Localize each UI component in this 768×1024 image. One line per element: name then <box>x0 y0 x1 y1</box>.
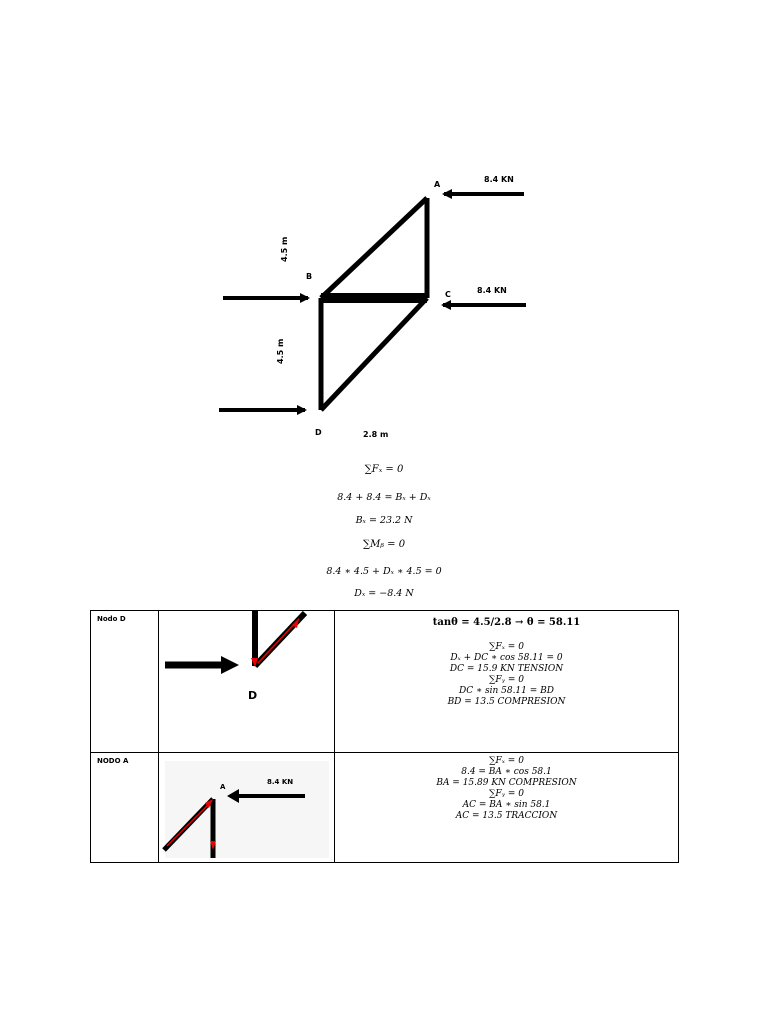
truss-diagram: A B C D 8.4 KN 8.4 KN 4.5 m 4.5 m 2.8 m <box>219 175 526 439</box>
node-label-a: A <box>434 180 441 189</box>
calc-line: DC = 15.9 KN TENSION <box>449 664 564 674</box>
calc-line: 8.4 = BA ∗ cos 58.1 <box>461 767 552 777</box>
node-a-sketch: A 8.4 KN <box>158 752 335 863</box>
node-a-load: 8.4 KN <box>267 778 293 786</box>
calc-line: ∑Fₓ = 0 <box>489 642 524 652</box>
node-a-calculations: ∑Fₓ = 0 8.4 = BA ∗ cos 58.1 BA = 15.89 K… <box>334 752 679 863</box>
node-label-c: C <box>445 290 451 299</box>
table-row: Nodo D D tanθ = 4.5/2.8 → θ = 58.11 ∑Fₓ … <box>90 610 679 753</box>
member-ab <box>319 196 429 300</box>
equation-forces: 8.4 + 8.4 = Bₓ + Dₓ <box>337 492 431 503</box>
equation-dx: Dₓ = −8.4 N <box>354 588 414 599</box>
node-a-label: A <box>220 783 226 791</box>
node-d-sketch: D <box>158 610 335 753</box>
table-row: NODO A A 8.4 KN ∑Fₓ = 0 8.4 = BA ∗ cos 5… <box>90 752 679 863</box>
calc-line: BA = 15.89 KN COMPRESION <box>436 778 577 788</box>
load-label-c: 8.4 KN <box>477 286 507 295</box>
load-label-a: 8.4 KN <box>484 175 514 184</box>
calc-line: Dₓ + DC ∗ cos 58.11 = 0 <box>450 653 563 663</box>
member-dc <box>319 296 429 412</box>
node-table: Nodo D D tanθ = 4.5/2.8 → θ = 58.11 ∑Fₓ … <box>90 610 679 863</box>
dimension-width: 2.8 m <box>363 430 388 439</box>
dimension-top: 4.5 m <box>280 237 289 262</box>
node-label-d: D <box>315 428 322 437</box>
node-d-calculations: tanθ = 4.5/2.8 → θ = 58.11 ∑Fₓ = 0 Dₓ + … <box>334 610 679 753</box>
calc-line: ∑Fᵧ = 0 <box>488 675 525 685</box>
calc-line: tanθ = 4.5/2.8 → θ = 58.11 <box>432 617 581 628</box>
dimension-bottom: 4.5 m <box>276 339 285 364</box>
node-d-diagram: D <box>165 610 308 702</box>
equation-bx: Bₓ = 23.2 N <box>355 515 413 526</box>
node-d-label: D <box>248 689 257 702</box>
equation-sum-fx: ∑Fₓ = 0 <box>364 464 404 475</box>
calc-line: BD = 13.5 COMPRESION <box>447 697 566 707</box>
calc-line: AC = BA ∗ sin 58.1 <box>462 800 551 810</box>
calc-line: ∑Fₓ = 0 <box>489 756 524 766</box>
calc-line: ∑Fᵧ = 0 <box>488 789 525 799</box>
calc-line: AC = 13.5 TRACCION <box>455 811 558 821</box>
node-a-title: NODO A <box>90 752 159 863</box>
equation-sum-mb: ∑Mᵦ = 0 <box>362 539 406 550</box>
node-d-title: Nodo D <box>90 610 159 753</box>
equation-moments: 8.4 ∗ 4.5 + Dₓ ∗ 4.5 = 0 <box>326 566 442 577</box>
node-a-diagram: A 8.4 KN <box>162 761 329 858</box>
calc-line: DC ∗ sin 58.11 = BD <box>459 686 554 696</box>
node-label-b: B <box>306 272 312 281</box>
